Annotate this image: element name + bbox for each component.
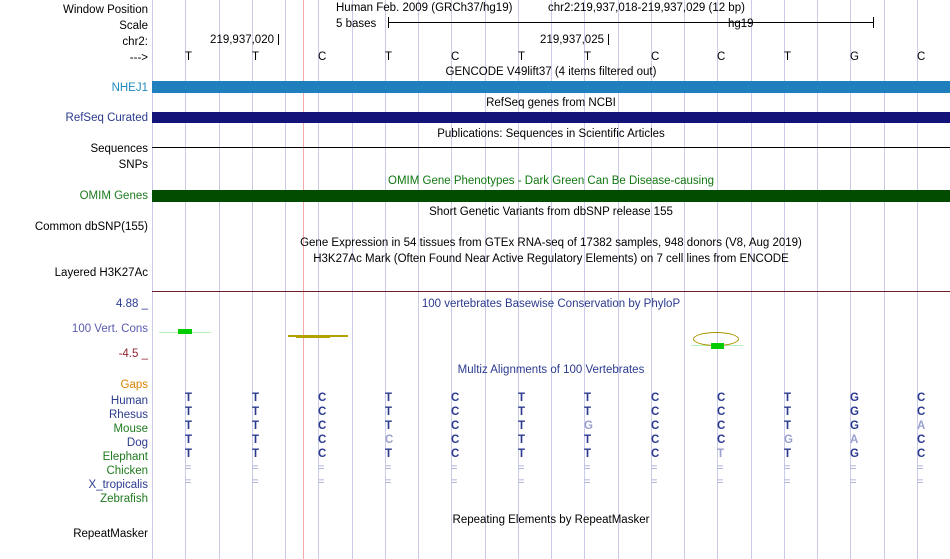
coordinate-tick-1-mark — [278, 34, 279, 45]
label-species-dog[interactable]: Dog — [126, 437, 148, 449]
label-track-repeatmasker[interactable]: RepeatMasker — [73, 528, 148, 540]
track-title-repeatmasker: Repeating Elements by RepeatMasker — [452, 514, 650, 526]
coordinate-tick-2: 219,937,025 — [540, 34, 604, 46]
label-gaps: Gaps — [120, 379, 149, 391]
label-conservation-min: -4.5 _ — [118, 348, 148, 360]
track-omim-genes-bar[interactable] — [152, 190, 950, 202]
coordinate-tick-2-mark — [608, 34, 609, 45]
label-species-chicken[interactable]: Chicken — [106, 465, 148, 477]
conservation-yellow-bar — [296, 336, 330, 338]
conservation-green-bar — [178, 329, 192, 334]
coordinate-tick-1: 219,937,020 — [210, 34, 274, 46]
label-scale: Scale — [119, 20, 148, 32]
assembly-label: Human Feb. 2009 (GRCh37/hg19) — [336, 2, 513, 14]
label-species-human[interactable]: Human — [110, 395, 148, 407]
track-title-dbsnp: Short Genetic Variants from dbSNP releas… — [429, 206, 673, 218]
alignment-row-chicken: ============ — [185, 462, 924, 474]
track-title-gencode: GENCODE V49lift37 (4 items filtered out) — [445, 66, 657, 78]
alignment-row-zebrafish — [152, 489, 950, 503]
position-label: chr2:219,937,018-219,937,029 (12 bp) — [548, 2, 745, 14]
label-window-position: Window Position — [62, 4, 148, 16]
scale-bar — [388, 17, 874, 28]
track-title-publications: Publications: Sequences in Scientific Ar… — [437, 128, 665, 140]
label-species-x-tropicalis[interactable]: X_tropicalis — [88, 479, 148, 491]
label-track-layered-h3k27ac[interactable]: Layered H3K27Ac — [54, 267, 148, 279]
label-track-100-vert-cons[interactable]: 100 Vert. Cons — [71, 323, 148, 335]
label-species-elephant[interactable]: Elephant — [102, 451, 148, 463]
label-conservation-max: 4.88 _ — [116, 298, 148, 310]
alignment-row-x_tropicalis: ============ — [185, 476, 924, 488]
label-strand-arrow: ---> — [129, 52, 148, 64]
window-center-marker — [303, 0, 304, 559]
label-track-refseq-curated[interactable]: RefSeq Curated — [65, 112, 148, 124]
scale-label: 5 bases — [336, 18, 377, 30]
label-track-omim-genes[interactable]: OMIM Genes — [79, 190, 148, 202]
assembly-db-label: hg19 — [728, 18, 754, 30]
track-sequences-line[interactable] — [152, 147, 950, 148]
label-track-sequences[interactable]: Sequences — [90, 143, 148, 155]
track-nhej1-bar[interactable] — [152, 81, 950, 93]
conservation-top-baseline — [152, 291, 950, 292]
label-track-common-dbsnp[interactable]: Common dbSNP(155) — [34, 221, 148, 233]
track-title-omim: OMIM Gene Phenotypes - Dark Green Can Be… — [388, 175, 714, 187]
label-track-snps[interactable]: SNPs — [118, 159, 148, 171]
track-title-refseq: RefSeq genes from NCBI — [486, 97, 616, 109]
label-chromosome: chr2: — [122, 36, 148, 48]
label-species-mouse[interactable]: Mouse — [113, 423, 148, 435]
track-title-h3k27ac: H3K27Ac Mark (Often Found Near Active Re… — [313, 253, 789, 265]
label-track-nhej1[interactable]: NHEJ1 — [111, 82, 148, 94]
track-refseq-curated-bar[interactable] — [152, 112, 950, 123]
track-title-gtex: Gene Expression in 54 tissues from GTEx … — [300, 237, 802, 249]
track-title-multiz: Multiz Alignments of 100 Vertebrates — [457, 364, 645, 376]
track-data-area: Human Feb. 2009 (GRCh37/hg19) chr2:219,9… — [152, 0, 950, 559]
label-species-zebrafish[interactable]: Zebrafish — [100, 493, 148, 505]
track-title-phylop: 100 vertebrates Basewise Conservation by… — [421, 298, 681, 310]
track-label-column: Window Position Scale chr2: ---> NHEJ1 R… — [0, 0, 152, 559]
conservation-green-bar — [711, 343, 724, 349]
label-species-rhesus[interactable]: Rhesus — [109, 409, 148, 421]
